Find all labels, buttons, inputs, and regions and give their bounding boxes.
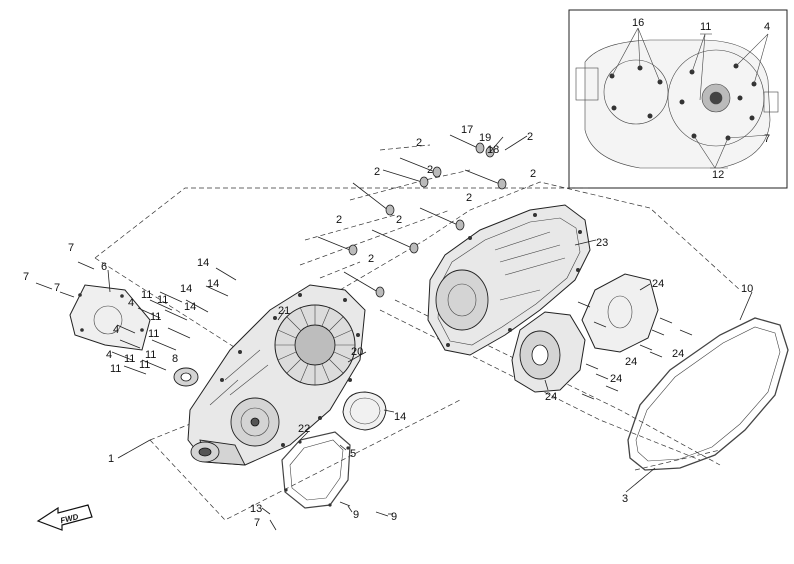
callout-labels: 1 2 2 2 2 2 2 2 2 2 3 4 4 4 5 6 7 7 7 7 …	[23, 124, 753, 529]
label-6: 6	[101, 261, 107, 273]
label-9: 9	[353, 509, 359, 521]
inner-cover-housing	[187, 284, 366, 466]
label-4: 4	[128, 297, 134, 309]
label-24: 24	[610, 373, 622, 385]
label-9: 9	[391, 511, 397, 523]
label-4: 4	[113, 324, 119, 336]
label-3: 3	[622, 493, 628, 505]
label-11: 11	[110, 363, 121, 375]
bolt-group-left	[35, 261, 389, 531]
label-1: 1	[108, 453, 114, 465]
label-11: 11	[145, 349, 156, 361]
label-2: 2	[530, 168, 536, 180]
label-2: 2	[527, 131, 533, 143]
gasket-plate-6	[69, 284, 151, 351]
bolt-group-top	[317, 134, 501, 293]
label-2: 2	[368, 253, 374, 265]
label-17: 19	[479, 132, 491, 144]
label-20: 22	[298, 423, 310, 435]
label-7: 7	[764, 133, 770, 145]
label-19: 21	[278, 305, 290, 317]
label-11: 11	[139, 359, 150, 371]
label-2: 2	[396, 214, 402, 226]
label-7: 7	[54, 282, 60, 294]
label-2: 2	[427, 164, 433, 176]
label-11: 11	[148, 328, 159, 340]
label-13: 14	[394, 411, 406, 423]
label-11: 11	[157, 294, 168, 306]
label-16: 18	[487, 144, 499, 156]
label-11: 11	[141, 289, 152, 301]
label-15: 17	[461, 124, 473, 136]
gasket-20	[281, 431, 351, 509]
label-11: 11	[700, 21, 711, 33]
label-24: 24	[625, 356, 637, 368]
bolt-group-right	[577, 301, 693, 400]
label-4: 4	[764, 21, 770, 33]
label-2: 2	[374, 166, 380, 178]
label-14: 14	[184, 301, 196, 313]
label-12: 13	[250, 503, 262, 515]
label-2: 2	[466, 192, 472, 204]
label-23: 24	[652, 278, 664, 290]
leader-lines	[107, 135, 753, 515]
disc-plate-23	[581, 273, 659, 353]
inset-detail-view: 16 11 4 7 12	[568, 9, 788, 189]
label-14: 16	[632, 17, 644, 29]
label-18: 20	[351, 346, 363, 358]
label-14: 14	[180, 283, 192, 295]
gasket-10	[627, 317, 789, 471]
label-2: 2	[416, 137, 422, 149]
label-11: 11	[150, 311, 161, 323]
label-22: 24	[545, 391, 557, 403]
oil-seal-8	[173, 367, 199, 387]
label-24: 24	[672, 348, 684, 360]
label-11: 12	[712, 169, 724, 181]
label-8: 8	[172, 353, 178, 365]
label-14: 14	[207, 278, 219, 290]
label-7: 7	[68, 242, 74, 254]
label-5: 5	[350, 448, 356, 460]
outer-cover-21	[427, 204, 591, 356]
fwd-label: FWD	[59, 512, 79, 525]
washers-top	[348, 142, 507, 298]
label-7: 7	[254, 517, 260, 529]
label-7: 7	[23, 271, 29, 283]
label-11: 11	[124, 353, 135, 365]
label-14: 14	[197, 257, 209, 269]
label-4: 4	[106, 349, 112, 361]
label-10: 10	[741, 283, 753, 295]
label-2: 2	[336, 214, 342, 226]
round-cover-13	[342, 391, 387, 431]
label-21: 23	[596, 237, 608, 249]
inner-plate-22	[511, 311, 586, 393]
fwd-arrow-icon: FWD	[36, 504, 93, 531]
